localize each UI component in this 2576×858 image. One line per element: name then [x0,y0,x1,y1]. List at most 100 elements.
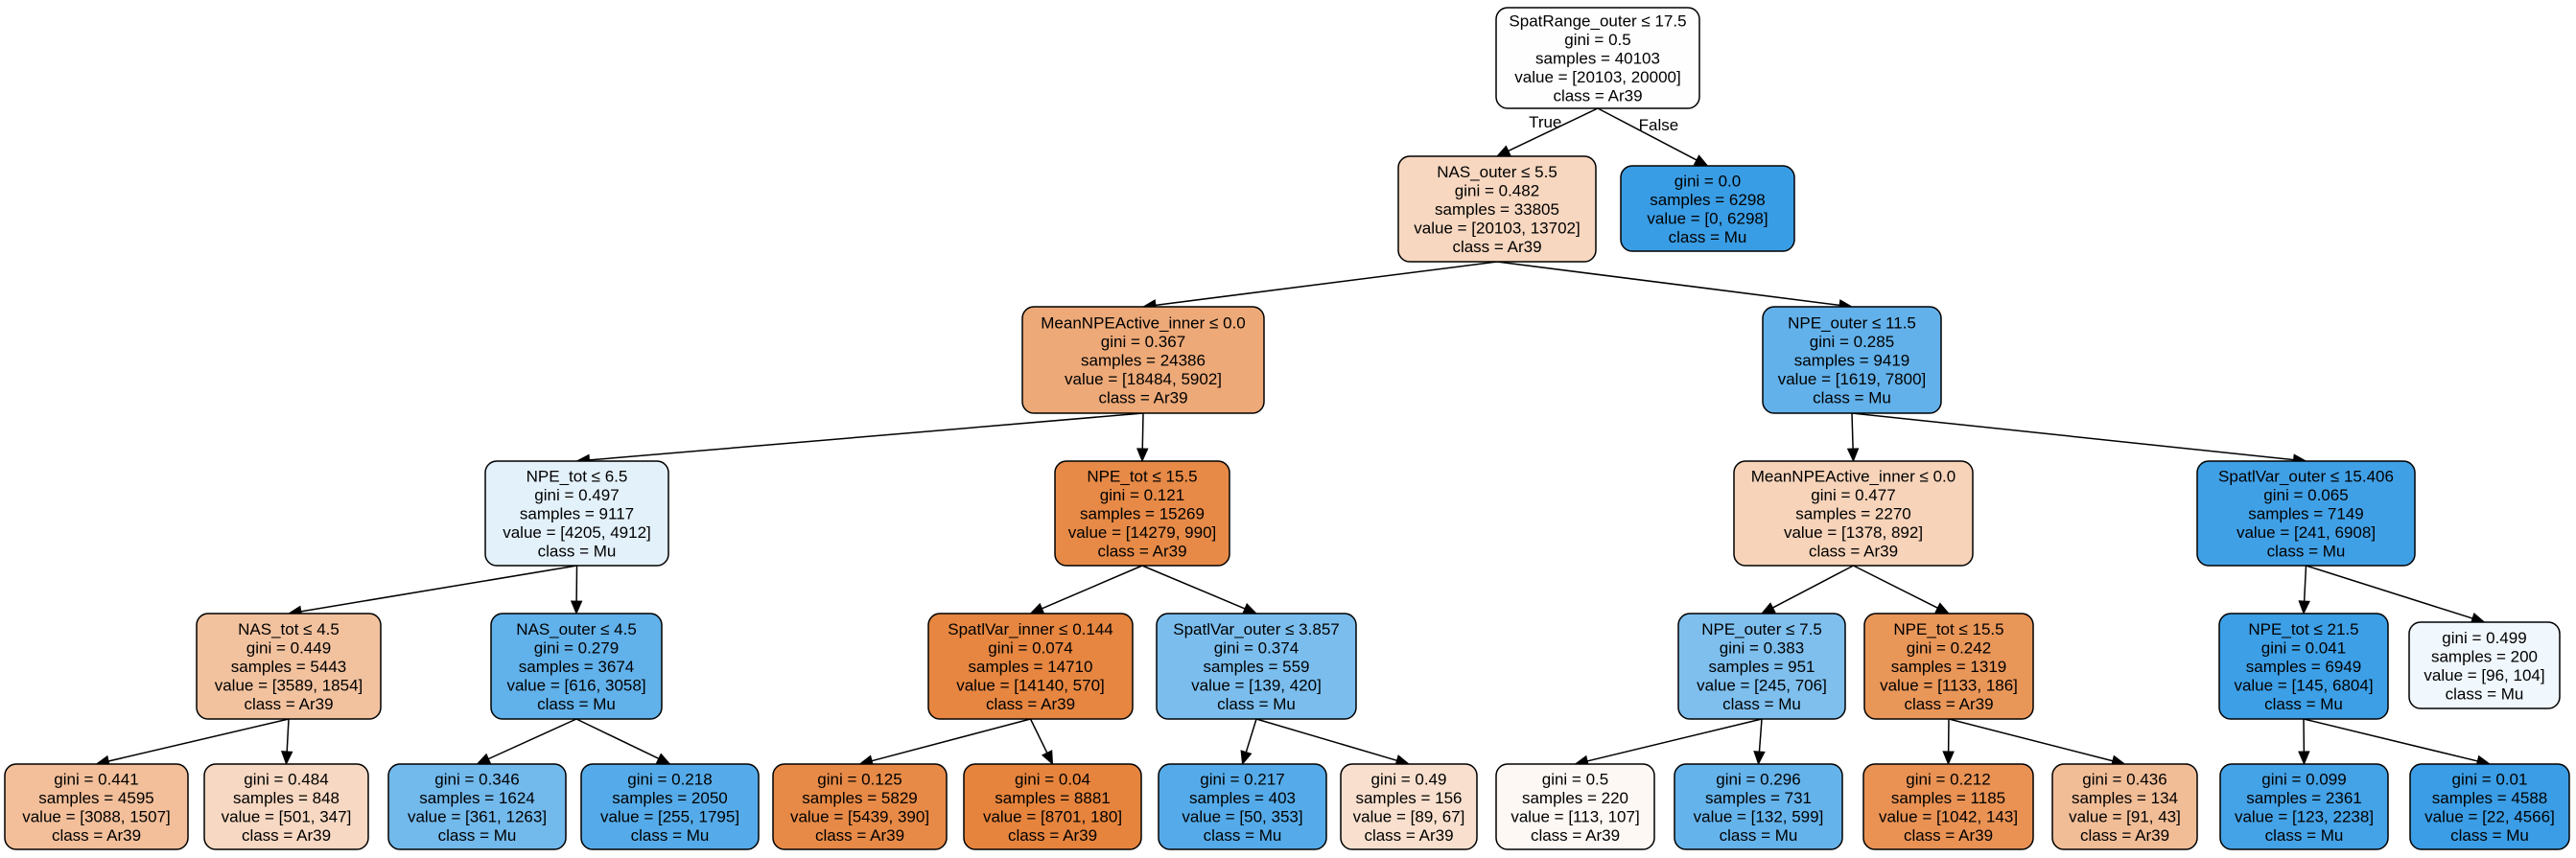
node-text-line: value = [616, 3058] [506,677,645,695]
node-text-line: value = [96, 104] [2424,666,2544,684]
node-text-line: gini = 0.346 [434,770,519,788]
node-text-line: gini = 0.04 [1015,770,1090,788]
node-text-line: gini = 0.242 [1907,639,1991,658]
node-text-line: gini = 0.121 [1100,486,1184,504]
node-text-line: samples = 4595 [38,789,154,807]
node-text-line: gini = 0.0 [1674,172,1741,190]
tree-edge [1141,261,1498,312]
node-text-line: gini = 0.125 [817,770,902,788]
edge-line [107,718,290,762]
node-text-line: gini = 0.436 [2082,770,2166,788]
node-text-line: class = Ar39 [1008,826,1097,845]
edge-arrowhead [1240,750,1253,766]
tree-edge [1942,718,1955,766]
node-box [2051,763,2198,850]
edge-arrowhead [570,600,583,615]
edge-arrowhead [655,753,671,765]
node-text-line: value = [139, 420] [1191,677,1322,695]
node-text-line: samples = 951 [1708,658,1815,676]
edge-line [1851,412,1854,450]
node-text-line: samples = 5829 [802,789,918,807]
node-text-line: class = Mu [1217,695,1296,713]
node-text-line: samples = 848 [233,789,340,807]
node-box [1495,763,1655,850]
node-text-line: NPE_outer ≤ 7.5 [1701,620,1822,638]
edge-line [589,412,1144,461]
node-text-line: samples = 40103 [1535,50,1660,68]
node-box [1862,763,2034,850]
node-text-line: class = Mu [2446,684,2524,703]
edge-label: True [1529,113,1561,131]
node-text-line: class = Mu [1722,695,1801,713]
node-box [1495,7,1700,109]
tree-edge [1753,718,1766,766]
node-box [1863,613,2034,720]
node-text-line: samples = 156 [1355,789,1462,807]
node-box [1762,306,1942,414]
edge-arrowhead [2298,751,2310,766]
node-text-line: gini = 0.01 [2452,770,2528,788]
node-text-line: gini = 0.041 [2261,639,2346,658]
tree-edge [2298,718,2310,766]
tree-edge [2298,565,2310,615]
node-text-line: gini = 0.065 [2263,486,2348,504]
node-text-line: samples = 403 [1189,789,1296,807]
tree-edge [1141,565,1258,615]
node-text-line: class = Mu [2267,543,2346,561]
edge-line [1597,107,1698,161]
node-text-line: class = Mu [1669,228,1747,246]
edge-line [2306,565,2473,619]
node-text-line: samples = 14710 [969,658,1093,676]
node-text-line: class = Ar39 [986,695,1075,713]
node-text-line: SpatlVar_outer ≤ 3.857 [1173,620,1339,638]
node-text-line: class = Ar39 [2080,826,2169,845]
edge-line [871,718,1031,762]
tree-edge [858,718,1031,767]
node-box [2408,621,2561,709]
node-text-line: gini = 0.217 [1200,770,1284,788]
node-box [1397,155,1597,263]
tree-edge [476,718,577,765]
node-box [580,763,760,850]
edge-line [1758,718,1763,753]
node-text-line: samples = 3674 [519,658,635,676]
node-text-line: class = Ar39 [1098,389,1187,407]
node-text-line: class = Ar39 [52,826,141,845]
node-text-line: class = Ar39 [1553,87,1642,105]
node-text-line: value = [0, 6298] [1647,209,1768,227]
edge-line [575,718,660,760]
edge-line [1508,107,1599,152]
node-box [1156,613,1357,720]
node-text-line: class = Ar39 [1904,695,1993,713]
node-text-line: gini = 0.099 [2261,770,2346,788]
tree-edge [1136,412,1149,463]
node-box [1733,460,1974,567]
node-text-line: gini = 0.497 [534,486,619,504]
node-text-line: samples = 7149 [2248,505,2364,523]
node-text-line: samples = 2270 [1795,505,1911,523]
node-text-line: value = [20103, 20000] [1514,68,1680,86]
edge-line [1496,261,1840,307]
node-text-line: class = Ar39 [1452,238,1541,256]
node-text-line: value = [14279, 990] [1068,523,1217,542]
node-text-line: value = [22, 4566] [2424,807,2555,825]
edge-arrowhead [1136,448,1149,463]
node-text-line: gini = 0.49 [1371,770,1447,788]
node-box [1677,613,1846,720]
node-box [1674,763,1843,850]
